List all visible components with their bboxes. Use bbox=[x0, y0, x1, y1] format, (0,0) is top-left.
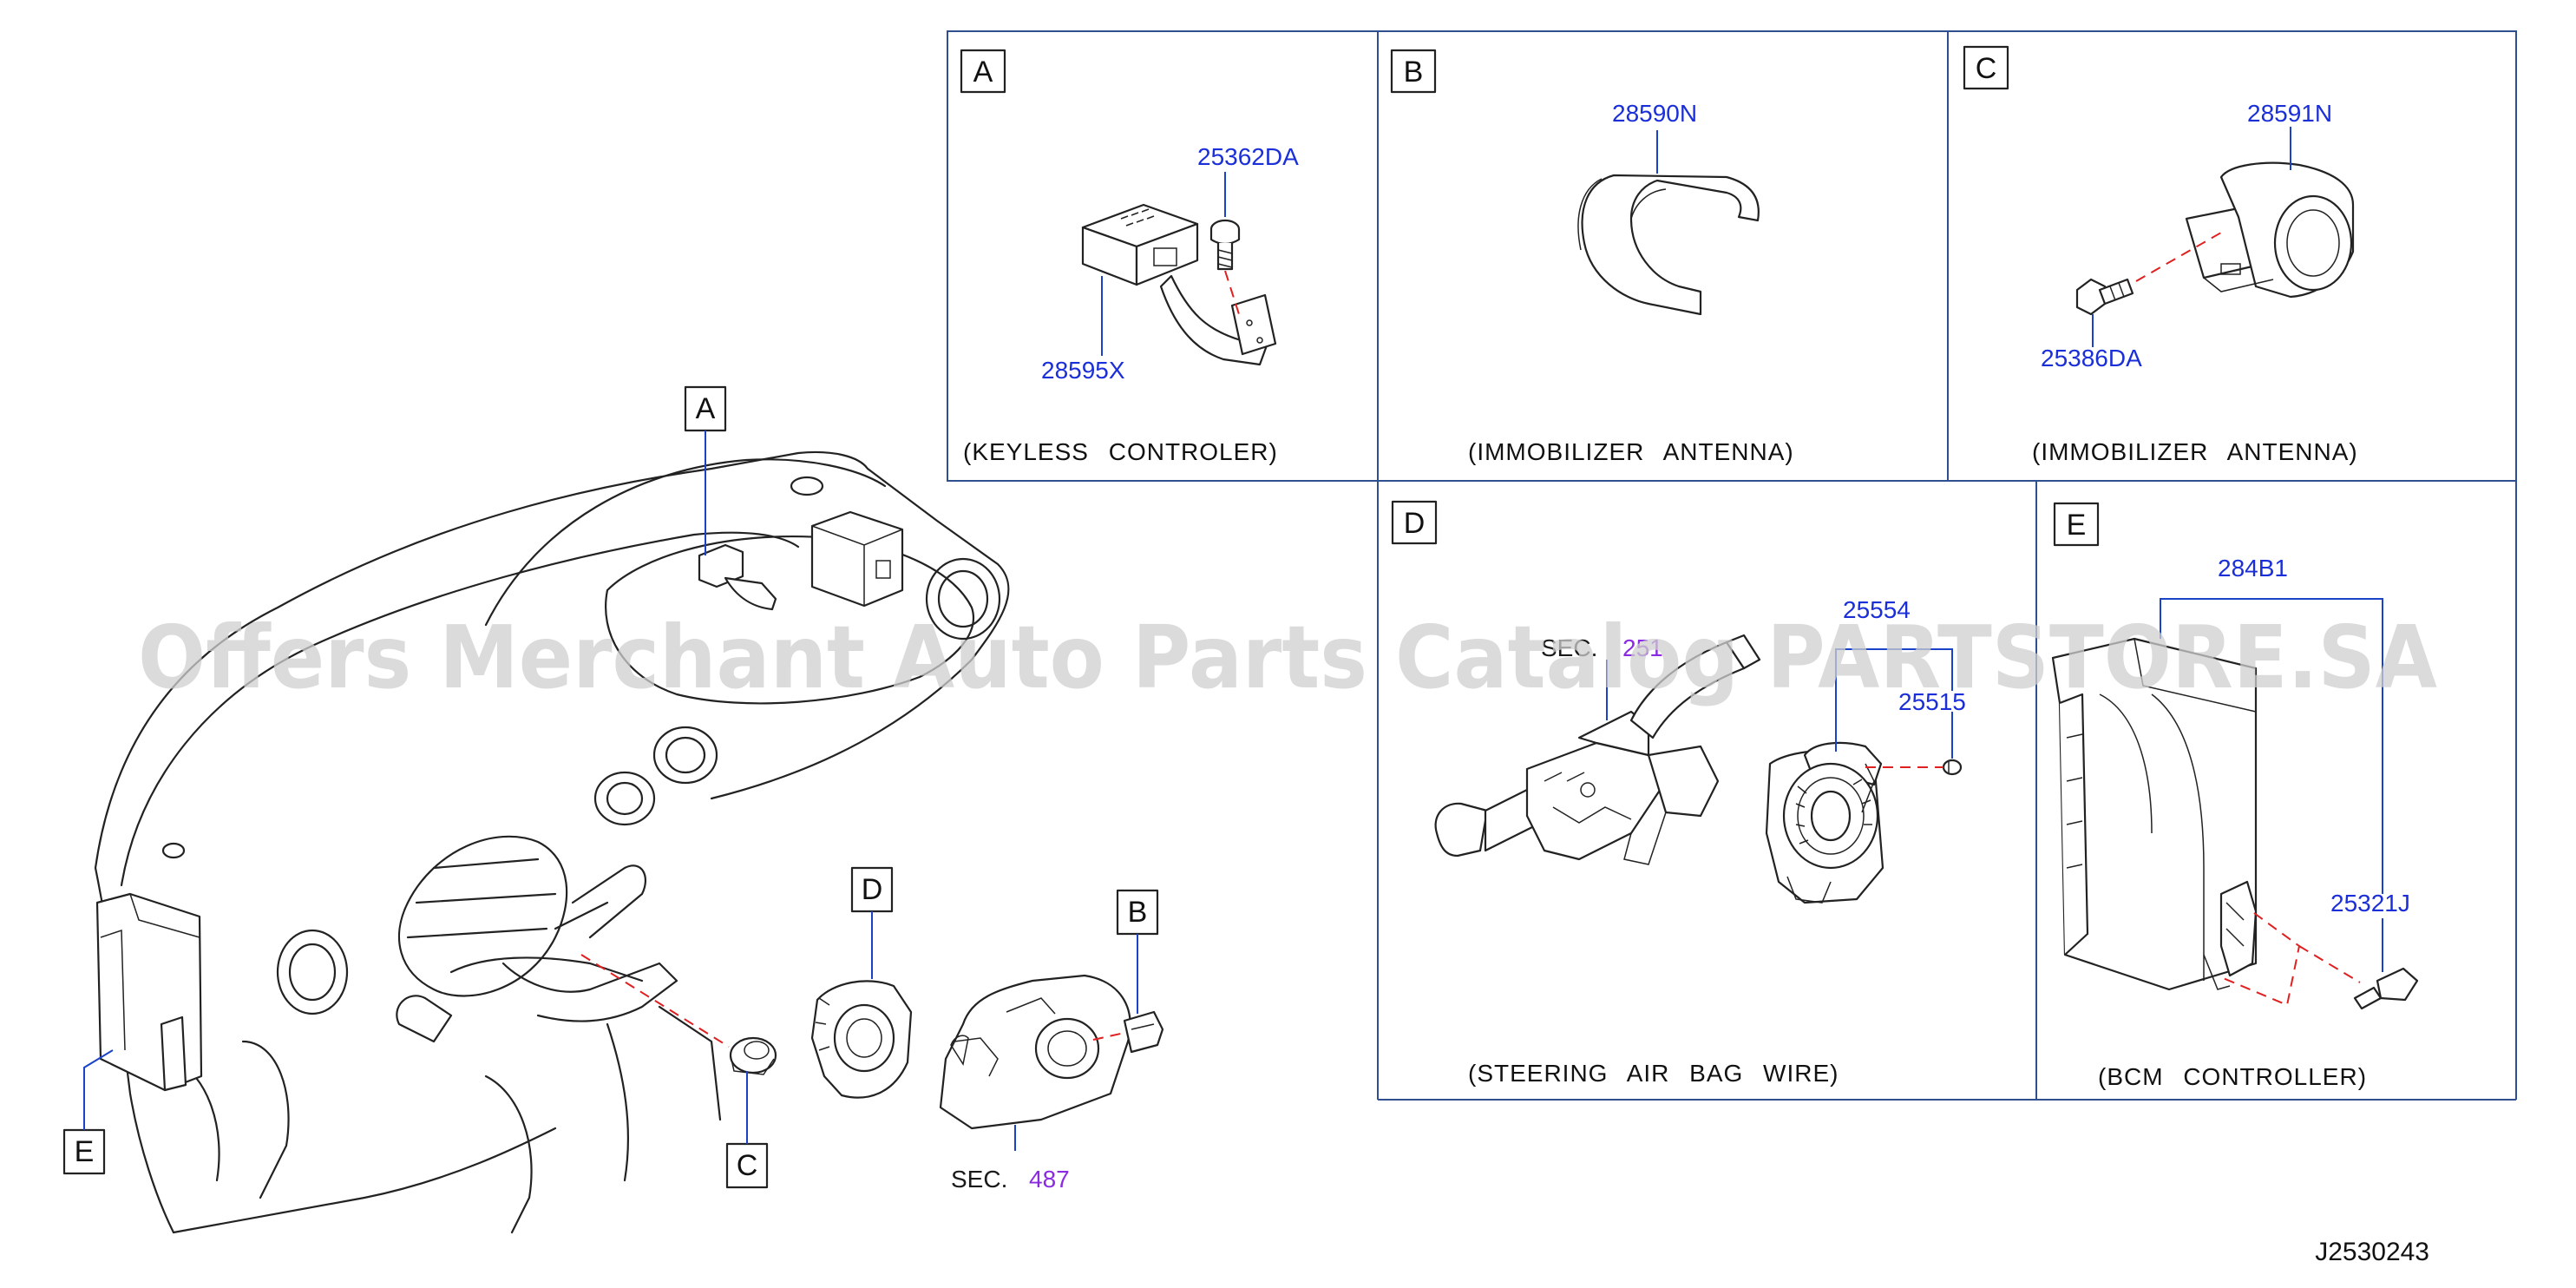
part-number-label: 25362DA bbox=[1197, 143, 1299, 170]
dashboard-overview bbox=[94, 450, 1010, 1234]
overview-callout-a: A bbox=[684, 385, 727, 555]
bolt-icon bbox=[1209, 219, 1241, 271]
sec-reference-number: 251 bbox=[1622, 634, 1663, 661]
panel-b-letter-box bbox=[1390, 49, 1437, 94]
panel-a: A 25362DA 28595X bbox=[960, 49, 1299, 465]
svg-text:A: A bbox=[696, 392, 716, 425]
overview-callout-e: E bbox=[62, 1049, 114, 1175]
overview-antenna-clip-icon bbox=[1123, 1010, 1164, 1054]
bcm-controller-icon bbox=[2051, 637, 2258, 991]
overview-column-cover-icon bbox=[939, 974, 1131, 1130]
panel-c-letter: C bbox=[1976, 52, 1997, 85]
spiral-cable-icon bbox=[1765, 741, 1884, 904]
svg-text:D: D bbox=[862, 873, 883, 906]
panel-a-letter: A bbox=[973, 56, 993, 89]
part-number-label: 25321J bbox=[2330, 890, 2410, 917]
combination-switch-icon bbox=[1434, 634, 1761, 865]
panel-a-caption: (KEYLESS CONTROLER) bbox=[963, 438, 1278, 465]
immobilizer-antenna-ring-icon bbox=[1577, 174, 1760, 316]
overview-keyless-controller-icon bbox=[698, 543, 777, 611]
panel-d-caption: (STEERING AIR BAG WIRE) bbox=[1468, 1060, 1839, 1087]
panel-b-letter: B bbox=[1404, 56, 1424, 89]
overview-bcm-icon bbox=[810, 510, 904, 608]
part-number-label: 28591N bbox=[2247, 100, 2332, 127]
panel-e-letter: E bbox=[2067, 509, 2087, 542]
watermark-text: Offers Merchant Auto Parts Catalog PARTS… bbox=[138, 607, 2437, 708]
overview-spiral-cable-icon bbox=[810, 980, 913, 1099]
connector-icon bbox=[1942, 759, 1963, 776]
keyless-controller-icon bbox=[1081, 203, 1277, 366]
screw-icon bbox=[2075, 278, 2134, 316]
overview-callout-b: B bbox=[1116, 889, 1159, 1014]
sec-reference-label: SEC. bbox=[1541, 634, 1597, 661]
svg-text:SEC.: SEC. bbox=[951, 1166, 1007, 1193]
panel-d-letter-box bbox=[1391, 500, 1438, 545]
panel-c-caption: (IMMOBILIZER ANTENNA) bbox=[2032, 438, 2358, 465]
panel-c: C 28591N 25386DA (IMMOBILIZER ANTENNA) bbox=[1963, 45, 2358, 465]
overview-bcm-controller-icon bbox=[95, 892, 203, 1092]
panel-c-letter-box bbox=[1963, 45, 2009, 90]
svg-text:487: 487 bbox=[1029, 1166, 1070, 1193]
panel-d: D bbox=[1391, 500, 1966, 1087]
part-number-label: 284B1 bbox=[2218, 555, 2288, 582]
part-number-label: 25386DA bbox=[2041, 345, 2142, 371]
panel-e: E 284B1 25321J (BCM CONTROLLER) bbox=[2051, 502, 2419, 1090]
panel-e-caption: (BCM CONTROLLER) bbox=[2098, 1063, 2367, 1090]
overview-callout-c: C bbox=[725, 1071, 769, 1189]
diagram-code: J2530243 bbox=[2315, 1238, 2429, 1266]
panel-d-letter: D bbox=[1404, 507, 1426, 540]
panel-a-letter-box bbox=[960, 49, 1006, 94]
overview-callout-d: D bbox=[850, 866, 894, 979]
svg-text:E: E bbox=[75, 1135, 95, 1168]
panel-frames bbox=[947, 30, 2517, 1101]
overview-sec-reference: SEC. 487 bbox=[951, 1125, 1070, 1193]
clip-icon bbox=[2353, 967, 2419, 1010]
panel-e-letter-box bbox=[2053, 502, 2100, 547]
part-number-label: 25554 bbox=[1843, 596, 1911, 623]
part-number-label: 28590N bbox=[1612, 100, 1697, 127]
svg-text:B: B bbox=[1128, 896, 1148, 929]
panel-b: B 28590N (IMMOBILIZER ANTENNA) bbox=[1390, 49, 1794, 465]
part-number-label: 28595X bbox=[1041, 357, 1125, 384]
immobilizer-antenna-housing-icon bbox=[2185, 161, 2355, 299]
part-number-label: 25515 bbox=[1898, 688, 1966, 715]
overview-antenna-ring-icon bbox=[729, 1036, 777, 1075]
panel-b-caption: (IMMOBILIZER ANTENNA) bbox=[1468, 438, 1794, 465]
svg-text:C: C bbox=[737, 1149, 758, 1182]
